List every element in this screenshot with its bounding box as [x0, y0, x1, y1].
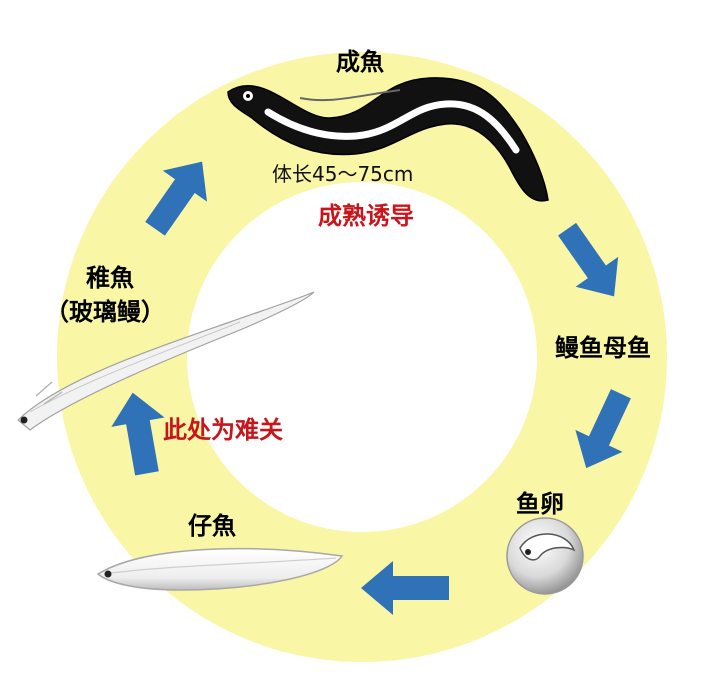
label-maturation: 成熟诱导 — [318, 202, 414, 230]
arrow-larva-to-juvenile — [111, 392, 165, 476]
arrow-adult-to-mother — [558, 222, 619, 297]
egg-illustration — [506, 517, 584, 595]
adult-eel-illustration — [227, 77, 549, 202]
label-juvenile: 稚魚 — [86, 264, 134, 292]
label-larva: 仔魚 — [188, 512, 236, 540]
glass-eel-illustration — [17, 291, 315, 431]
arrow-juvenile-to-adult — [145, 161, 208, 236]
label-adult: 成魚 — [336, 48, 384, 76]
label-adult-size: 体长45～75cm — [272, 162, 414, 186]
arrow-egg-to-larva — [361, 561, 449, 615]
label-mother-eel: 鳗鱼母鱼 — [555, 334, 651, 362]
label-egg: 鱼卵 — [516, 490, 564, 518]
label-difficulty: 此处为难关 — [163, 416, 283, 444]
larva-illustration — [96, 547, 344, 591]
label-juvenile-sub: （玻璃鳗） — [45, 298, 165, 326]
arrow-mother-to-egg — [575, 389, 631, 469]
